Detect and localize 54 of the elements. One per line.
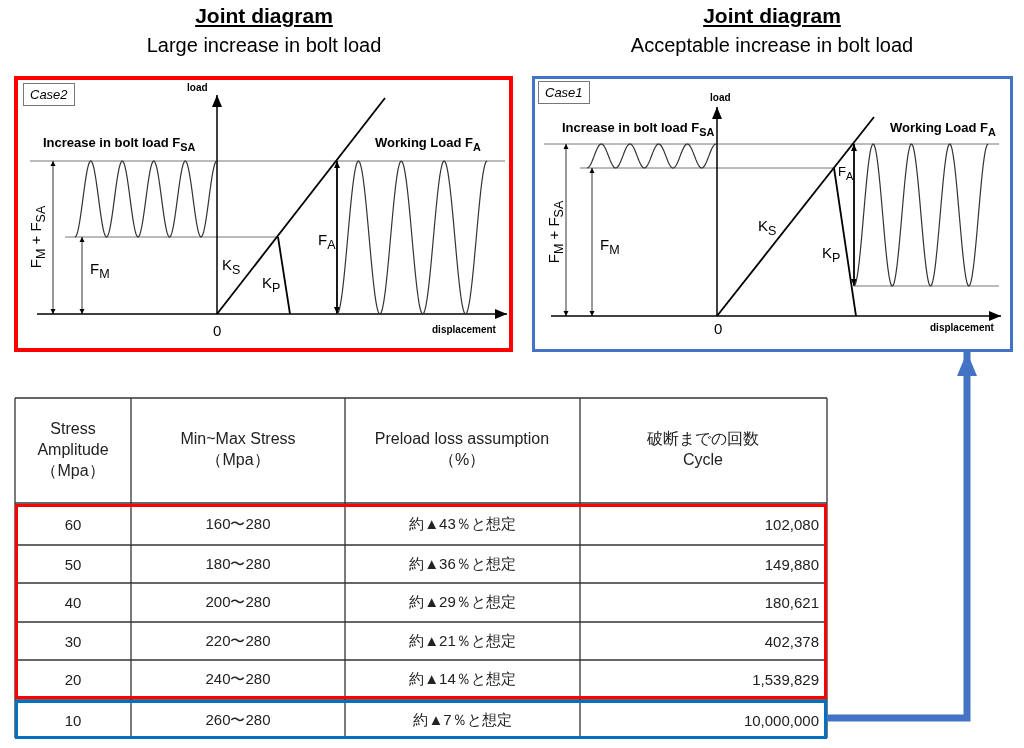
chart-label: Increase in bolt load F$_{SA}$	[43, 135, 196, 153]
table-cell: 40	[64, 593, 82, 611]
table-cell: 約▲14％と想定	[409, 669, 516, 689]
panel-title: Joint diagram	[703, 4, 841, 28]
table-cell: 30	[64, 632, 82, 650]
axis-label: displacement	[432, 324, 496, 335]
table-cell: 149,880	[764, 555, 819, 573]
dimension-label: F$_{M}$	[600, 236, 620, 257]
table-header-cell-text: Preload loss assumption （%）	[373, 429, 551, 470]
axis-label: displacement	[930, 322, 994, 333]
table-cell: 60	[64, 515, 82, 533]
panel-title: Joint diagram	[195, 4, 333, 28]
table-cell: 200〜280	[205, 592, 271, 612]
table-cell: 102,080	[764, 515, 819, 533]
table-cell: 180,621	[764, 593, 819, 611]
table-header-cell-text: Min~Max Stress （Mpa）	[179, 429, 297, 470]
table-header-cell-text: Stress Amplitude （Mpa）	[36, 418, 110, 481]
table-cell: 10,000,000	[743, 711, 819, 729]
dimension-label: F$_{M}$	[90, 260, 110, 281]
table-cell: 約▲29％と想定	[409, 592, 516, 612]
dimension-label: F$_{A}$	[838, 164, 854, 182]
table-cell: 約▲21％と想定	[409, 631, 516, 651]
table-cell: 50	[64, 555, 82, 573]
case-tag: Case2	[23, 83, 75, 106]
stiffness-label: K$_{S}$	[222, 256, 241, 277]
case-tag: Case1	[538, 81, 590, 104]
table-cell: 約▲43％と想定	[409, 514, 516, 534]
dimension-label: F$_{A}$	[318, 231, 336, 252]
table-cell: 約▲36％と想定	[409, 554, 516, 574]
table-cell: 260〜280	[205, 710, 271, 730]
stiffness-label: K$_{P}$	[262, 274, 281, 295]
table-cell: 約▲7％と想定	[413, 710, 512, 730]
axis-label: load	[710, 92, 731, 103]
chart-label: Increase in bolt load F$_{SA}$	[562, 120, 715, 138]
table-cell: 1,539,829	[752, 670, 819, 688]
table-cell: 160〜280	[205, 514, 271, 534]
table-cell: 180〜280	[205, 554, 271, 574]
panel-subtitle: Acceptable increase in bolt load	[630, 34, 914, 57]
chart-label: Working Load F$_{A}$	[890, 120, 996, 138]
axis-label: 0	[213, 322, 222, 339]
panel-subtitle: Large increase in bolt load	[146, 34, 382, 57]
table-cell: 220〜280	[205, 631, 271, 651]
table-header-cell-text: 破断までの回数 Cycle	[646, 429, 760, 470]
table-cell: 240〜280	[205, 669, 271, 689]
axis-label: load	[187, 82, 208, 93]
table-cell: 20	[64, 670, 82, 688]
stiffness-label: K$_{S}$	[758, 217, 777, 238]
chart-label: Working Load F$_{A}$	[375, 135, 481, 153]
table-cell: 10	[64, 711, 82, 729]
table-cell: 402,378	[764, 632, 819, 650]
highlight-frame	[15, 504, 827, 699]
highlight-frame	[15, 700, 827, 739]
axis-label: 0	[714, 320, 723, 337]
stiffness-label: K$_{P}$	[822, 244, 841, 265]
